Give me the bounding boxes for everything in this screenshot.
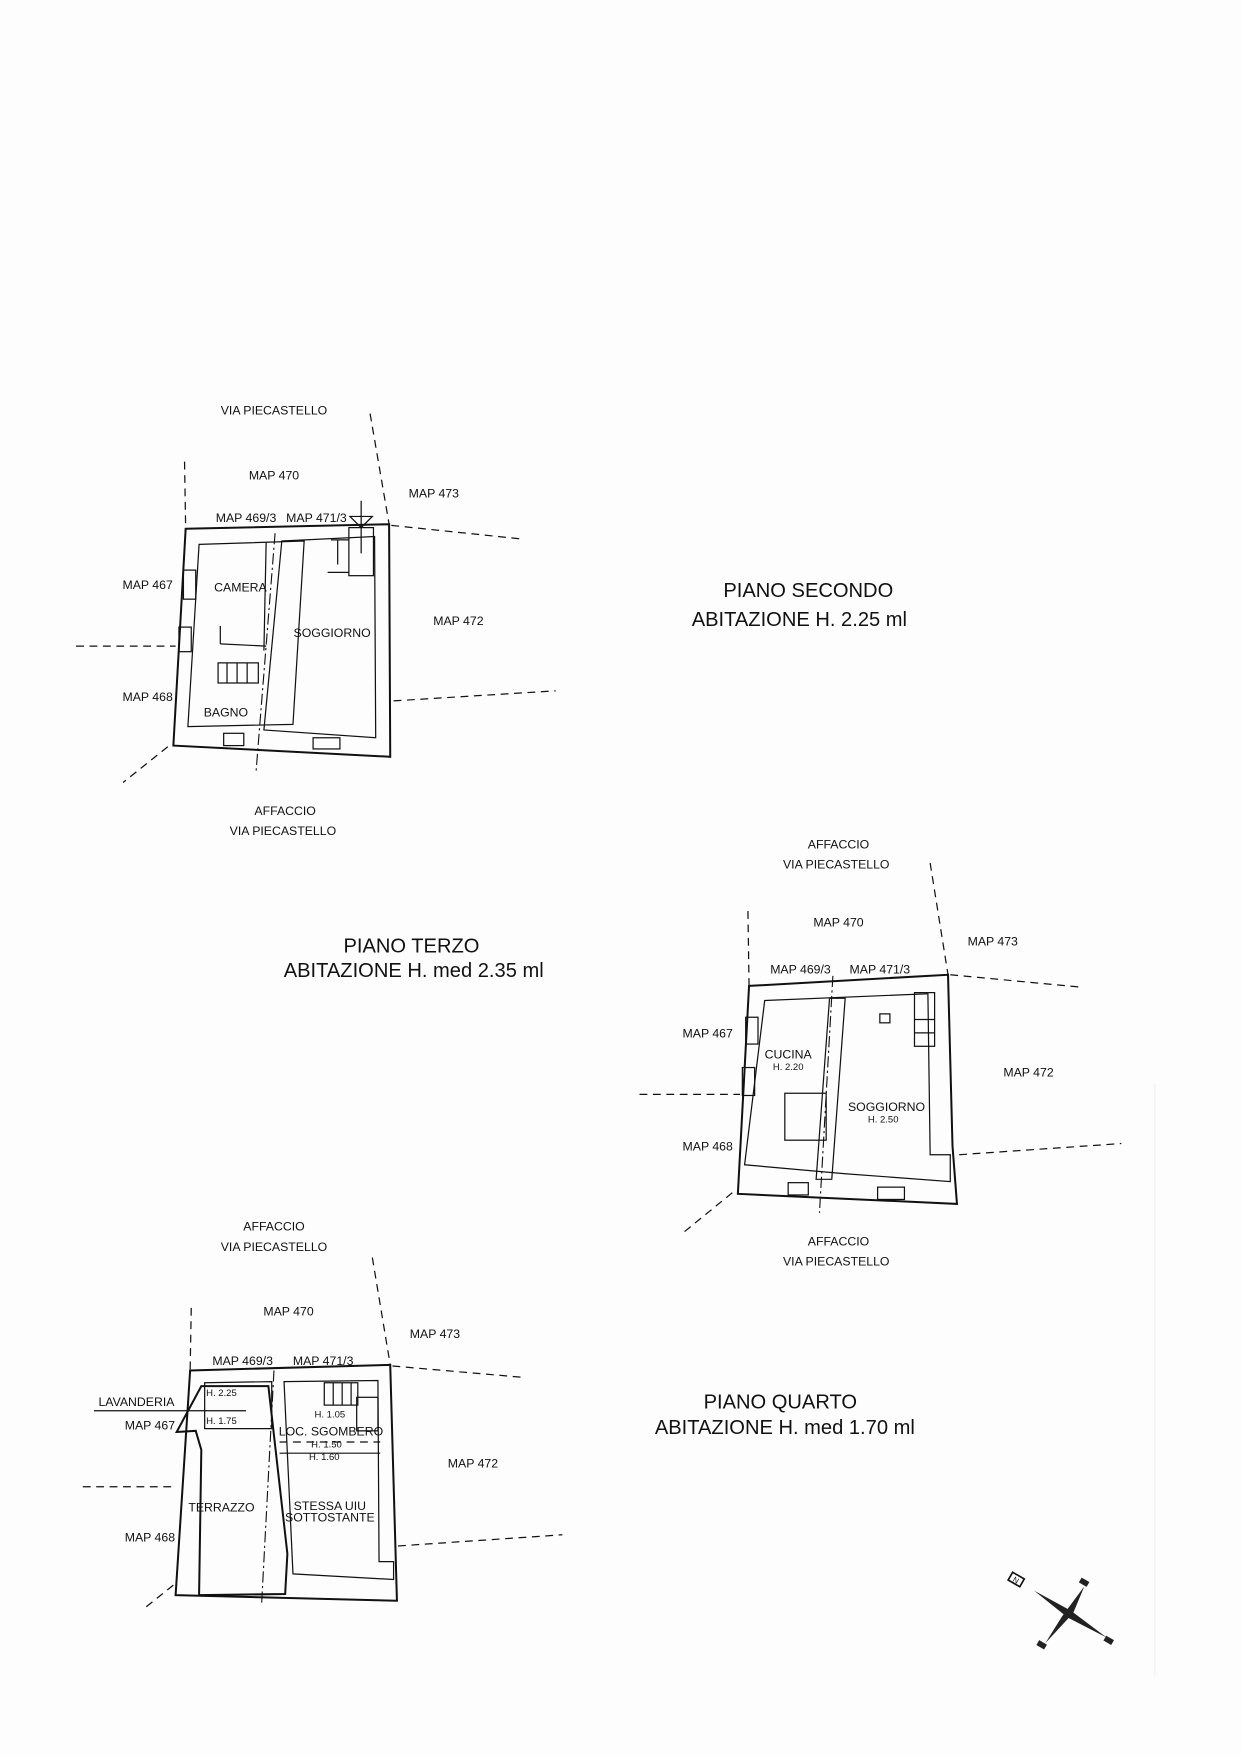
room-height: H. 2.50 <box>868 1114 899 1125</box>
plan-piano-quarto: AFFACCIO VIA PIECASTELLO MAP 470 MAP 473… <box>82 1220 915 1608</box>
plan-subtitle: ABITAZIONE H. med 2.35 ml <box>284 960 544 982</box>
plan-title: PIANO QUARTO <box>704 1391 857 1413</box>
street-label: AFFACCIO <box>254 804 315 818</box>
street-label: AFFACCIO <box>808 1234 869 1248</box>
parcel-label: MAP 471/3 <box>286 511 347 525</box>
plan-subtitle: ABITAZIONE H. med 1.70 ml <box>655 1417 915 1439</box>
parcel-label: MAP 471/3 <box>293 1354 354 1368</box>
plan-piano-secondo: AFFACCIO VIA PIECASTELLO MAP 470 MAP 473… <box>639 837 1122 1268</box>
parcel-label: MAP 472 <box>433 614 483 628</box>
parcel-label: MAP 467 <box>683 1026 733 1040</box>
room-label: BAGNO <box>204 706 248 720</box>
street-label: AFFACCIO <box>243 1220 304 1234</box>
parcel-label: MAP 473 <box>410 1327 460 1341</box>
room-label: LAVANDERIA <box>98 1395 175 1409</box>
room-label: SOTTOSTANTE <box>285 1510 375 1524</box>
street-label: VIA PIECASTELLO <box>783 1254 889 1268</box>
room-height: H. 1.75 <box>206 1416 237 1427</box>
parcel-label: MAP 467 <box>125 1419 175 1433</box>
street-label: VIA PIECASTELLO <box>221 404 327 418</box>
plan-subtitle: ABITAZIONE H. 2.25 ml <box>692 609 907 631</box>
room-label: CUCINA <box>765 1048 813 1062</box>
room-height: H. 1.05 <box>315 1409 346 1420</box>
room-height: H. 1.60 <box>309 1452 340 1463</box>
street-label: VIA PIECASTELLO <box>783 858 889 872</box>
room-label: SOGGIORNO <box>848 1100 925 1114</box>
plan-title: PIANO TERZO <box>343 935 479 957</box>
parcel-label: MAP 470 <box>263 1305 313 1319</box>
room-height: H. 1.50 <box>311 1440 342 1451</box>
room-label: SOGGIORNO <box>294 626 371 640</box>
street-label: VIA PIECASTELLO <box>230 824 336 838</box>
street-label: AFFACCIO <box>808 837 869 851</box>
parcel-label: MAP 469/3 <box>216 511 277 525</box>
parcel-label: MAP 469/3 <box>770 963 831 977</box>
room-height: H. 2.20 <box>773 1062 804 1073</box>
compass-north-label: N <box>1011 1575 1020 1586</box>
room-height: H. 2.25 <box>206 1388 237 1399</box>
parcel-label: MAP 473 <box>968 935 1018 949</box>
parcel-label: MAP 472 <box>1003 1065 1053 1079</box>
parcel-label: MAP 473 <box>409 486 459 500</box>
street-label: VIA PIECASTELLO <box>221 1240 327 1254</box>
room-label: TERRAZZO <box>188 1500 254 1514</box>
plan-title: PIANO SECONDO <box>723 580 893 602</box>
room-label: LOC. SGOMBERO <box>279 1424 383 1438</box>
parcel-label: MAP 471/3 <box>850 963 911 977</box>
plan-piano-terzo: VIA PIECASTELLO MAP 470 MAP 469/3 MAP 47… <box>76 404 556 982</box>
parcel-label: MAP 470 <box>813 916 863 930</box>
parcel-label: MAP 468 <box>125 1530 175 1544</box>
parcel-label: MAP 469/3 <box>212 1354 273 1368</box>
parcel-label: MAP 470 <box>249 469 299 483</box>
compass-rose-icon: N <box>1007 1571 1114 1650</box>
parcel-label: MAP 467 <box>123 578 173 592</box>
room-label: STESSA UIU <box>294 1499 366 1513</box>
parcel-label: MAP 468 <box>123 690 173 704</box>
parcel-label: MAP 468 <box>683 1139 733 1153</box>
room-label: CAMERA <box>214 580 267 594</box>
parcel-label: MAP 472 <box>448 1457 498 1471</box>
